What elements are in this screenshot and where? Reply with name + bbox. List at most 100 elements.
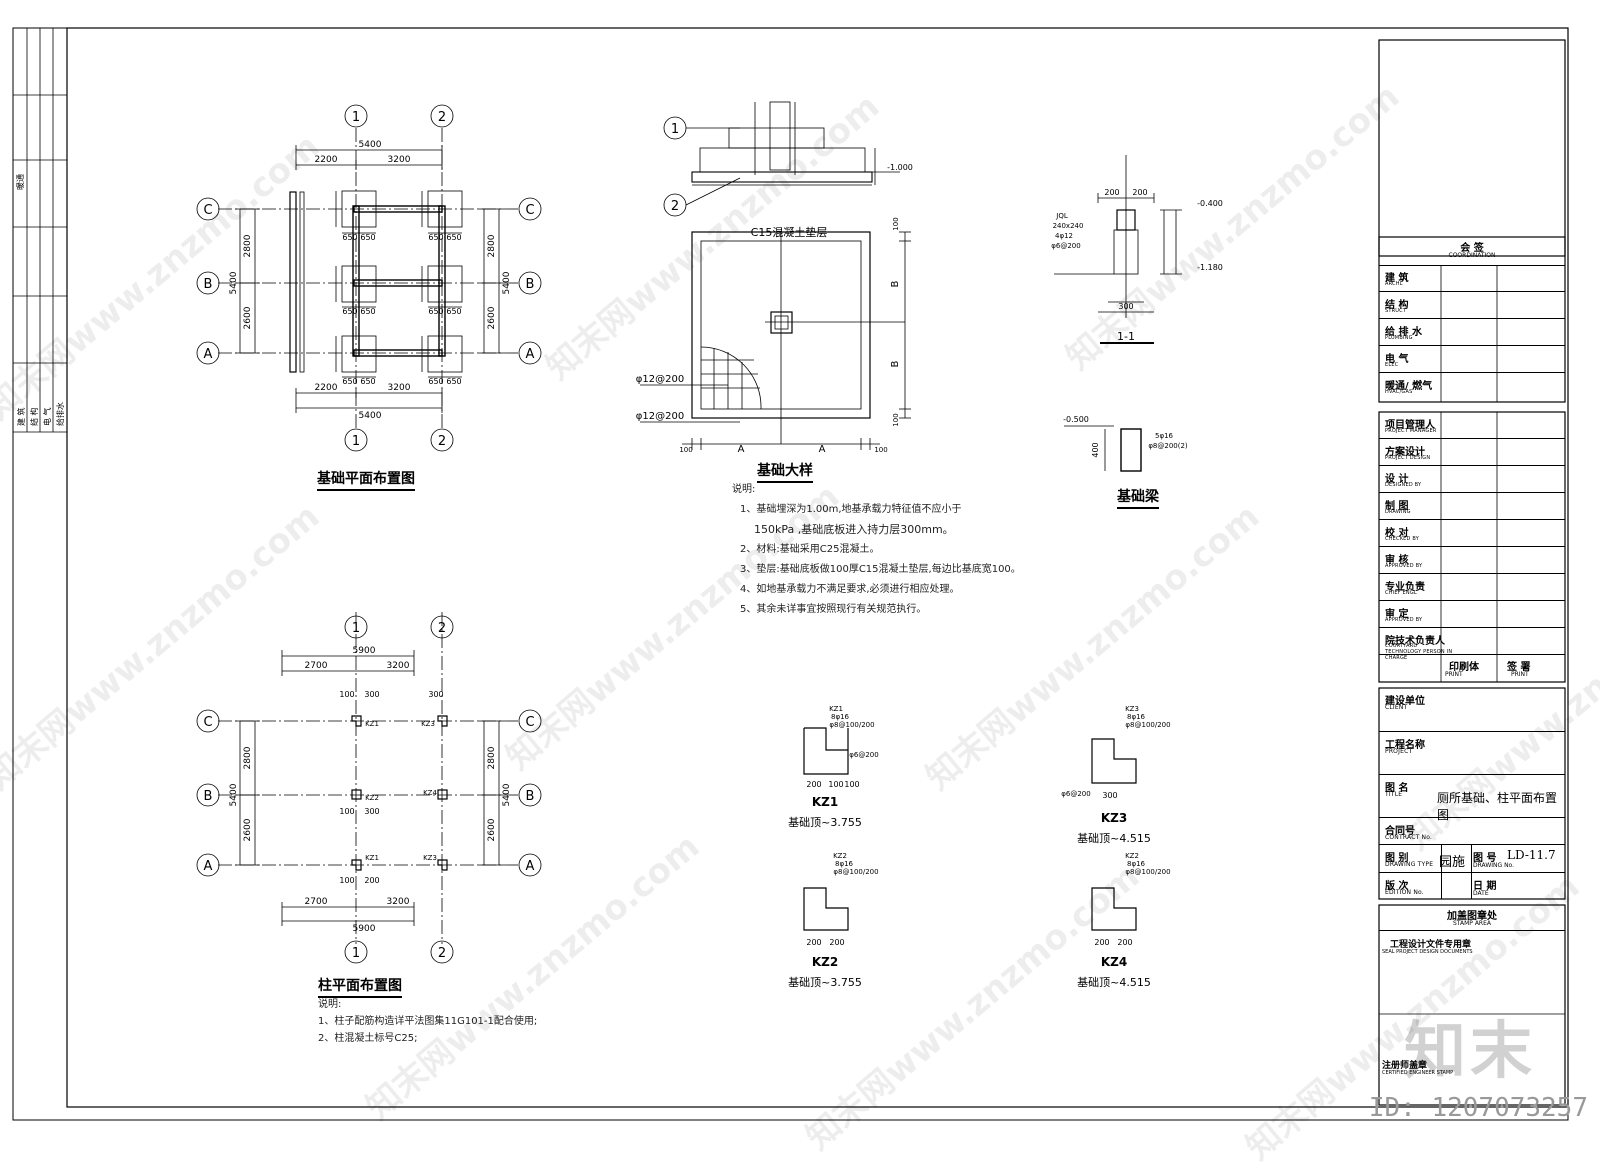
column-notes: 说明: 1、柱子配筋构造详平法图集11G101-1配合使用; 2、柱混凝土标号C… xyxy=(318,996,537,1047)
dim-text: 5900 xyxy=(353,924,376,934)
beam-spec: φ6@200 xyxy=(1051,242,1080,250)
dim-text: 200 xyxy=(829,938,844,947)
axis-label: B xyxy=(204,277,213,292)
dim-text: 650 xyxy=(428,233,443,242)
left-strip xyxy=(12,28,67,433)
column-plan xyxy=(196,612,542,964)
dim-text: 5900 xyxy=(353,646,376,656)
elevation: -1.000 xyxy=(887,163,913,172)
dim-text: 300 xyxy=(364,690,379,699)
stamp-cn: 加盖图章处 xyxy=(1447,911,1497,922)
dim-text: 650 xyxy=(446,377,461,386)
role-en: ELEC xyxy=(1385,362,1399,368)
callout-number: 2 xyxy=(671,199,679,214)
column-plan-title: 柱平面布置图 xyxy=(318,975,402,998)
foundation-notes: 说明: 1、基础埋深为1.00m,地基承载力特征值不应小于 150kPa ,基础… xyxy=(732,480,1021,620)
strip-label: 暖通 xyxy=(16,174,25,190)
dim-text: 5400 xyxy=(229,271,239,294)
staff-en: APPROVED BY xyxy=(1385,563,1423,569)
axis-label: 1 xyxy=(352,110,360,125)
dim-text: 2200 xyxy=(315,155,338,165)
dim-text: 100 xyxy=(844,780,859,789)
staff-cn: 院技术负责人 xyxy=(1385,636,1445,647)
no-en: DRAWING No. xyxy=(1473,862,1515,869)
column-tag: KZ4 xyxy=(423,789,437,797)
role-en: STRUCT xyxy=(1385,308,1407,314)
foundation-plan-text: 1 2 1 2 C B A C B A 5400 2200 3200 2200 … xyxy=(203,110,534,449)
role-en: HVAC/GAS xyxy=(1385,389,1413,395)
foundation-plan xyxy=(196,104,542,452)
axis-label: 2 xyxy=(438,621,446,636)
staff-en: APPROVED BY xyxy=(1385,617,1423,623)
dim-text: 2600 xyxy=(243,306,253,329)
staff-en: PROJECT DESIGN xyxy=(1385,455,1431,461)
note-line: 2、柱混凝土标号C25; xyxy=(318,1033,418,1044)
date-cn: 日 期 xyxy=(1473,881,1497,892)
dim-text: 650 xyxy=(342,307,357,316)
rebar-note: φ12@200 xyxy=(636,411,684,422)
dim-text: 650 xyxy=(428,307,443,316)
dim-text: 650 xyxy=(342,377,357,386)
project-cn: 工程名称 xyxy=(1385,740,1425,751)
axis-label: C xyxy=(203,203,212,218)
strip-discipline: 建 筑 xyxy=(17,407,26,426)
column-top: 基础顶~4.515 xyxy=(1077,832,1151,845)
foundation-beam xyxy=(1064,425,1142,472)
callout-number: 1 xyxy=(671,122,679,137)
project-en: PROJECT xyxy=(1385,748,1413,755)
column-tag: KZ2 xyxy=(365,794,379,802)
print-en: PRINT xyxy=(1445,671,1463,678)
column-plan-text: 1 2 1 2 C B A C B A 5900 2700 3200 2700 … xyxy=(203,621,534,961)
dim-text: 5400 xyxy=(229,783,239,806)
title-cn: 图 名 xyxy=(1385,783,1409,794)
staff-en: DRAWING xyxy=(1385,509,1411,515)
foundation-plan-title: 基础平面布置图 xyxy=(317,468,415,491)
column-name: KZ3 xyxy=(1101,811,1127,825)
axis-label: A xyxy=(526,859,535,874)
staff-cn: 制 图 xyxy=(1385,501,1409,512)
dim-text: B xyxy=(890,360,901,367)
print-cn: 印刷体 xyxy=(1449,662,1479,673)
tb-divider xyxy=(1471,845,1472,899)
column-spec: 8φ16 xyxy=(1127,860,1146,868)
drawing-canvas: 1 2 1 2 C B A C B A 5400 2200 3200 2200 … xyxy=(12,27,1569,1121)
dim-text: 2600 xyxy=(487,818,497,841)
staff-cn: 校 对 xyxy=(1385,528,1409,539)
dim-text: 200 xyxy=(364,876,379,885)
rebar-note: φ12@200 xyxy=(636,374,684,385)
dim-text: 100 xyxy=(892,413,900,426)
contract-cn: 合同号 xyxy=(1385,826,1415,837)
dim-text: 3200 xyxy=(388,383,411,393)
staff-cn: 审 核 xyxy=(1385,555,1409,566)
column-top: 基础顶~4.515 xyxy=(1077,976,1151,989)
dim-text: 5400 xyxy=(359,140,382,150)
dim-text: 200 xyxy=(806,938,821,947)
axis-label: 1 xyxy=(352,621,360,636)
dim-text: 2800 xyxy=(487,234,497,257)
stamp-en: STAMP AREA xyxy=(1453,920,1491,927)
column-tag: KZ1 xyxy=(365,854,379,862)
elevation: -0.500 xyxy=(1063,415,1089,424)
notes-heading: 说明: xyxy=(732,484,756,495)
drawing-number: LD-11.7 xyxy=(1507,848,1556,862)
note-line: 4、如地基承载力不满足要求,必须进行相应处理。 xyxy=(740,584,960,595)
column-name: KZ4 xyxy=(1101,955,1127,969)
dim-text: 100 xyxy=(679,446,692,454)
dim-text: 2700 xyxy=(305,661,328,671)
axis-label: 2 xyxy=(438,434,446,449)
drawing-title-value: 厕所基础、柱平面布置图 xyxy=(1437,791,1558,822)
column-spec: 8φ16 xyxy=(835,860,854,868)
strip-discipline: 给排水 xyxy=(56,402,65,426)
foundation-beam-title: 基础梁 xyxy=(1117,486,1159,509)
column-sections xyxy=(803,727,1137,931)
staff-cn: 专业负责 xyxy=(1385,582,1425,593)
client-cn: 建设单位 xyxy=(1385,696,1425,707)
role-en: ARCHL xyxy=(1385,281,1403,287)
role-en: PLUMBING xyxy=(1385,335,1413,341)
foundation-detail xyxy=(640,101,911,450)
